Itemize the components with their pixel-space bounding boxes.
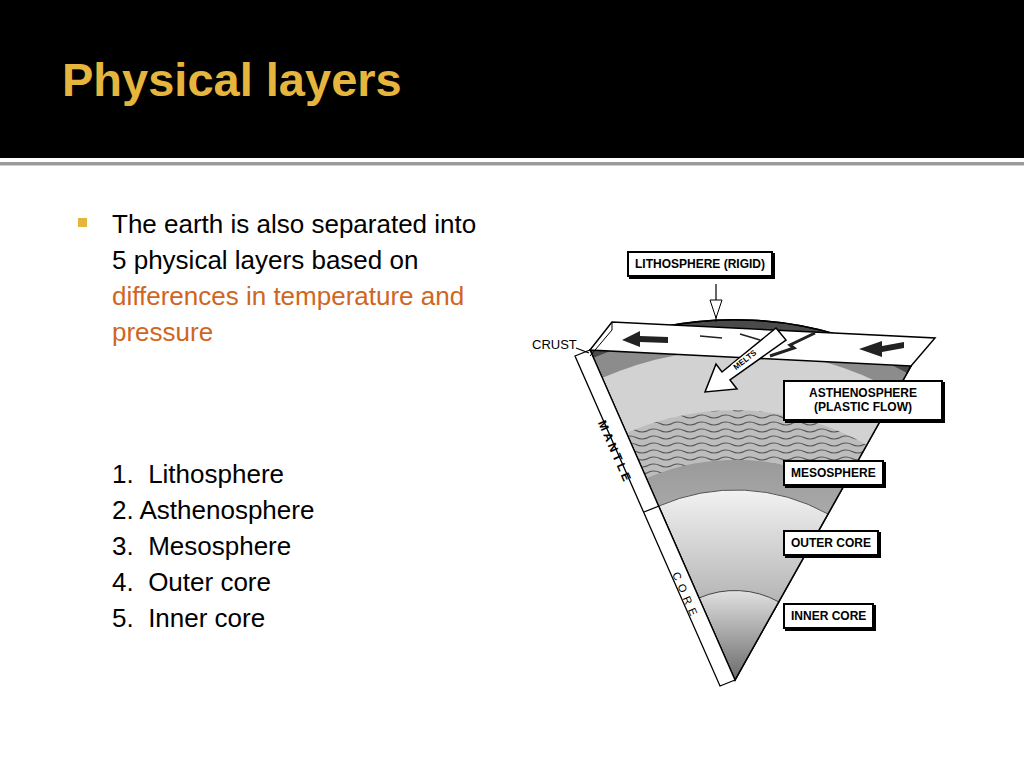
layer-label-box: OUTER CORE	[783, 530, 879, 556]
highlight-text: differences in temperature and pressure	[112, 281, 464, 347]
layer-label-box: ASTHENOSPHERE (PLASTIC FLOW)	[783, 380, 943, 421]
list-item: 2. Asthenosphere	[112, 492, 314, 528]
layer-label-text: MESOSPHERE	[791, 466, 876, 480]
bullet-text: The earth is also separated into 5 physi…	[112, 209, 476, 275]
slide-title: Physical layers	[62, 52, 402, 107]
layer-label-text: LITHOSPHERE (RIGID)	[635, 257, 765, 271]
layer-label-text: OUTER CORE	[791, 536, 871, 550]
list-item: 5. Inner core	[112, 600, 265, 636]
list-item: 1. Lithosphere	[112, 456, 284, 492]
layer-label-box: INNER CORE	[783, 603, 874, 629]
list-item: 4. Outer core	[112, 564, 271, 600]
layer-label-box: LITHOSPHERE (RIGID)	[627, 251, 773, 277]
crust-label: CRUST	[532, 337, 577, 352]
bullet-paragraph: The earth is also separated into 5 physi…	[112, 206, 497, 350]
layer-label-box: MESOSPHERE	[783, 460, 884, 486]
layer-label-text: INNER CORE	[791, 609, 866, 623]
list-item: 3. Mesosphere	[112, 528, 291, 564]
layer-label-text: ASTHENOSPHERE (PLASTIC FLOW)	[791, 386, 935, 415]
